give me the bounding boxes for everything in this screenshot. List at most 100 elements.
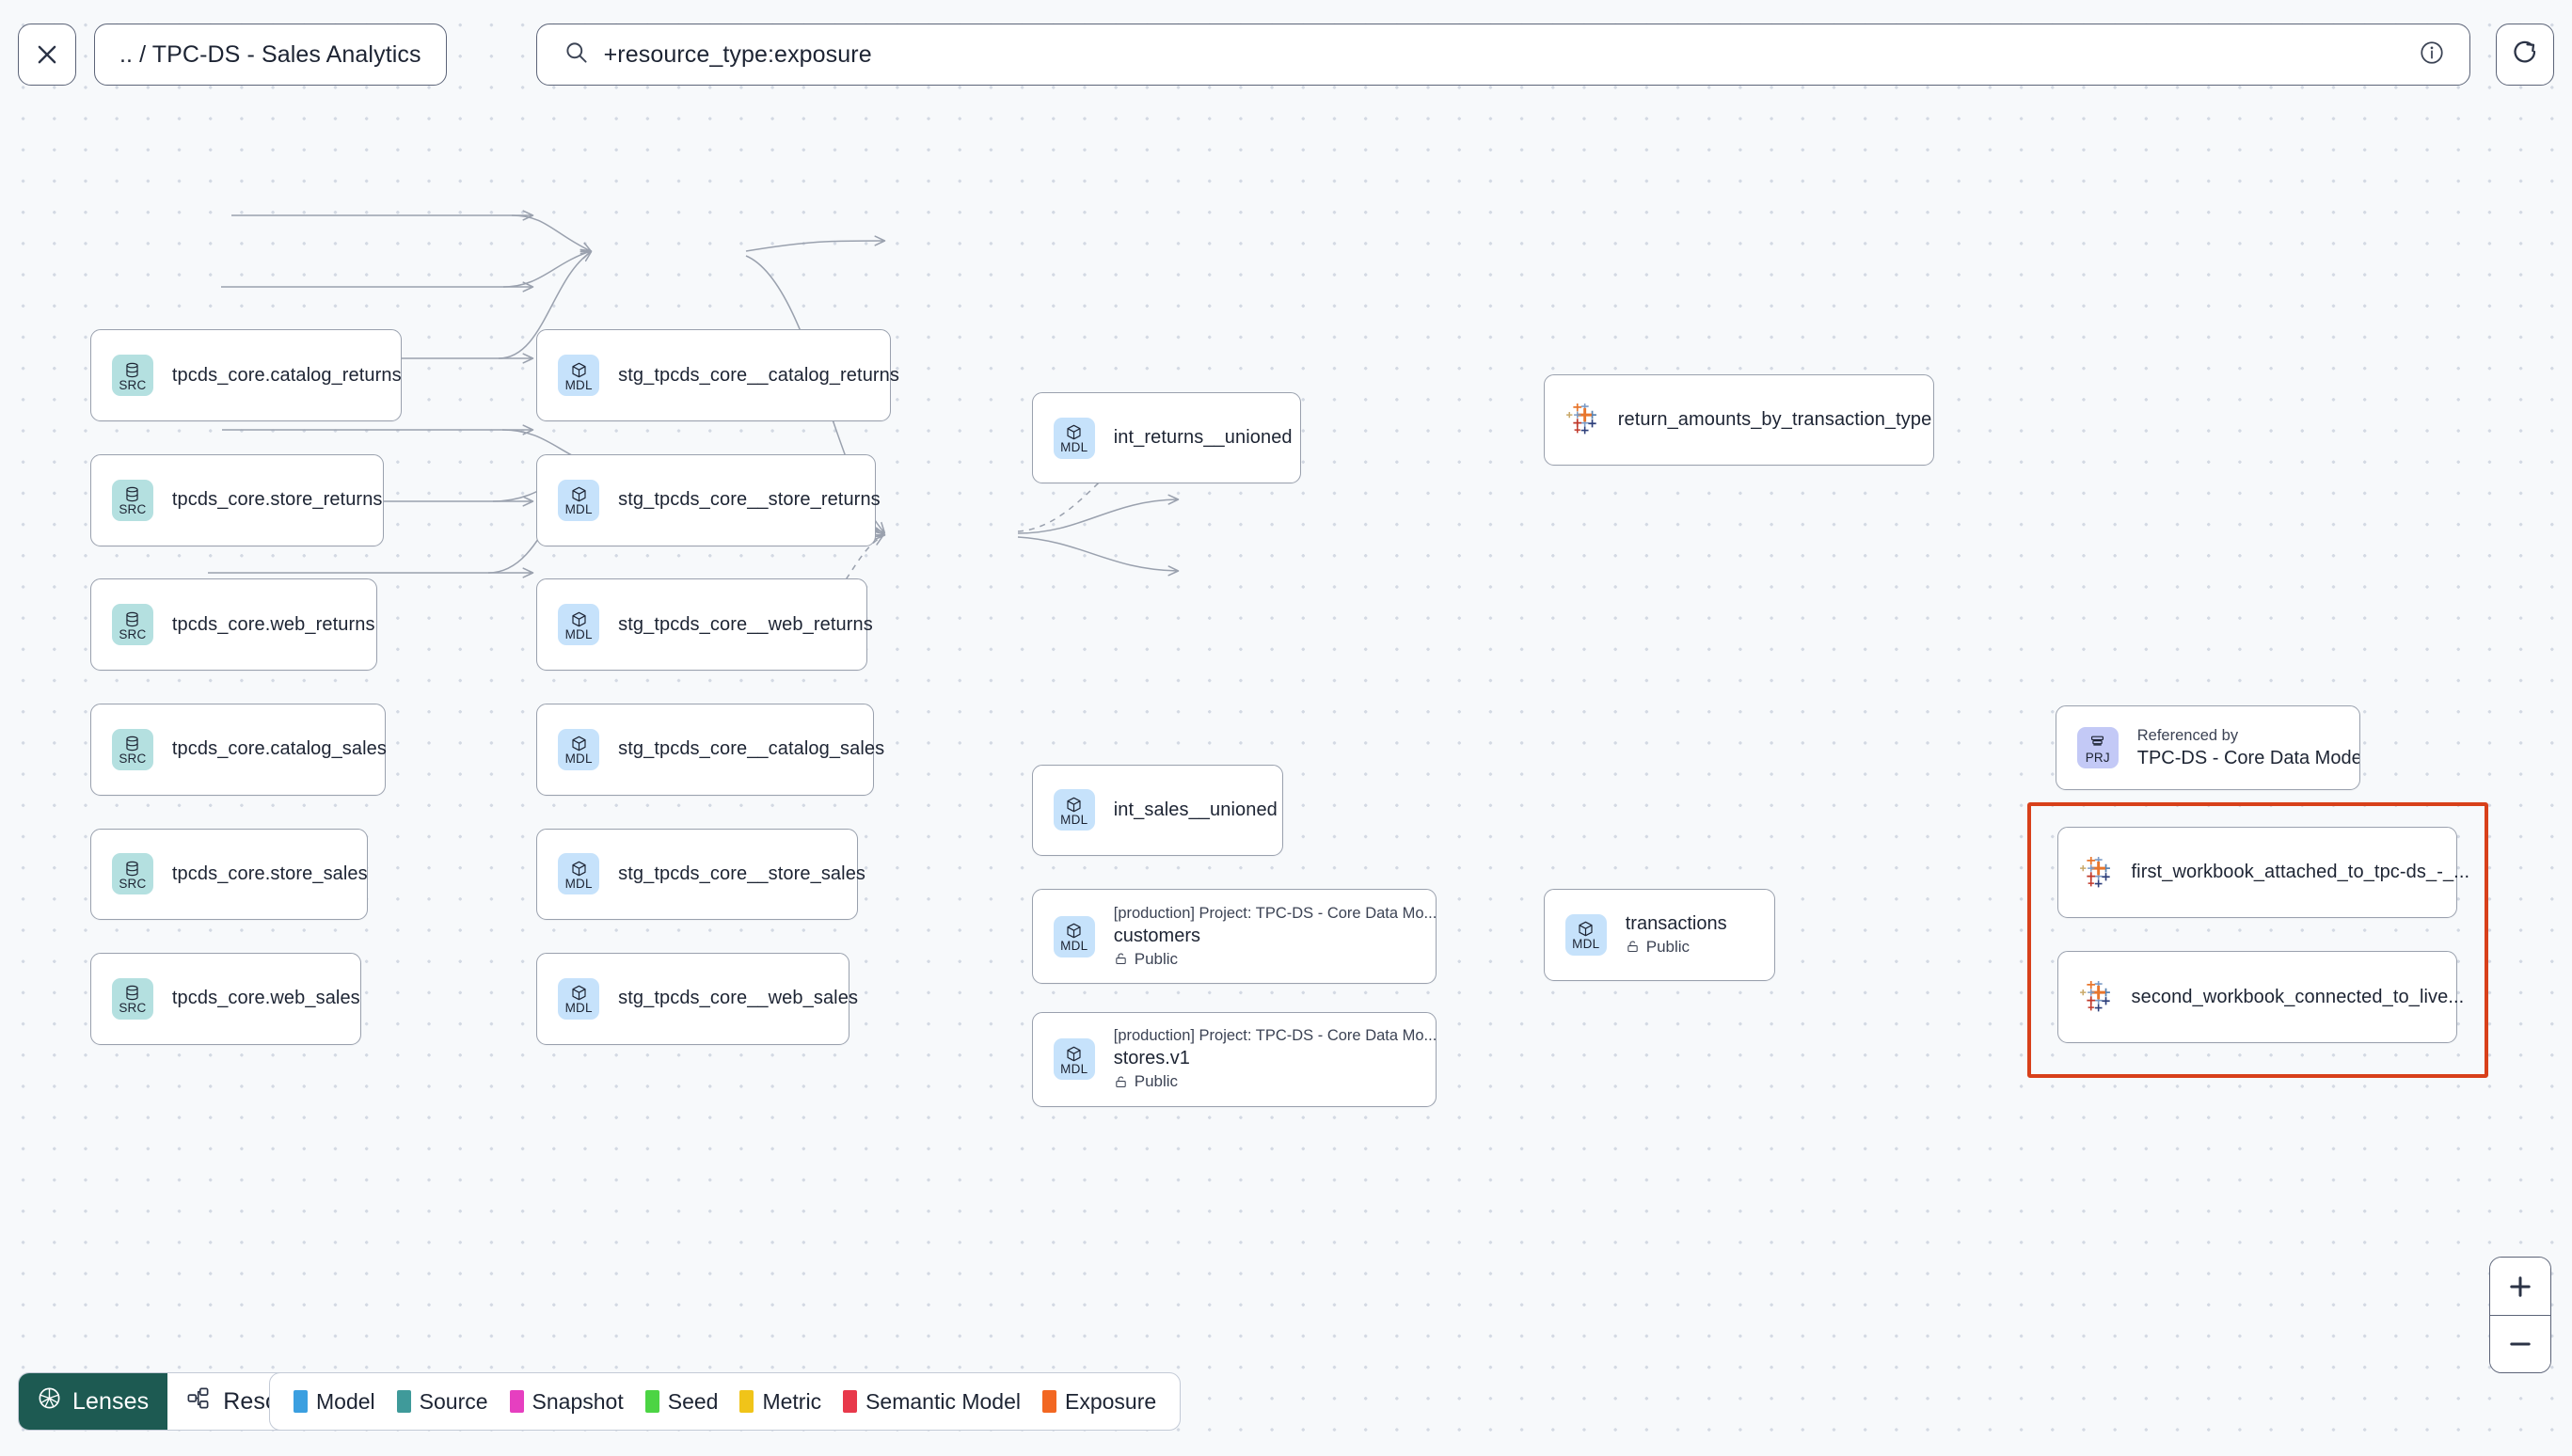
mdl-badge-icon: MDL [558, 479, 600, 521]
legend-item-source[interactable]: Source [396, 1388, 488, 1415]
legend-label: Exposure [1065, 1388, 1157, 1414]
graph-node-stores_v1[interactable]: MDL [production] Project: TPC-DS - Core D… [1031, 1011, 1437, 1107]
mdl-badge-icon: MDL [558, 355, 600, 397]
legend-swatch [644, 1390, 659, 1413]
resource-type-legend: Model Source Snapshot Seed Metric Semantic Mo… [269, 1372, 1182, 1431]
graph-node-prj_referenced_by[interactable]: PRJ Referenced by TPC-DS - Core Data Model… [2055, 704, 2361, 791]
search-input[interactable]: +resource_type:exposure [603, 40, 872, 68]
graph-node-stg_store_sales[interactable]: MDL stg_tpcds_core__store_sales [536, 828, 865, 921]
node-subtitle: [production] Project: TPC-DS - Core Data… [1113, 1027, 1437, 1045]
src-badge-icon: SRC [111, 977, 153, 1020]
mdl-badge-icon: MDL [1564, 913, 1607, 956]
search-bar[interactable]: +resource_type:exposure [535, 24, 2470, 86]
mdl-badge-icon: MDL [1053, 915, 1095, 957]
graph-node-second_workbook[interactable]: second_workbook_connected_to_live... [2056, 951, 2464, 1043]
legend-item-model[interactable]: Model [294, 1389, 375, 1415]
node-label: tpcds_core.web_sales [171, 988, 360, 1009]
node-label: int_sales__unioned [1113, 799, 1278, 820]
mdl-badge-icon: MDL [558, 977, 600, 1020]
mdl-badge-icon: MDL [1053, 1038, 1095, 1081]
graph-node-src_web_sales[interactable]: SRC tpcds_core.web_sales [89, 953, 361, 1045]
node-subtitle: Referenced by [2136, 726, 2239, 744]
node-label: stg_tpcds_core__store_sales [618, 863, 866, 884]
info-icon[interactable] [2419, 40, 2445, 71]
lenses-label: Lenses [72, 1387, 150, 1415]
node-label: int_returns__unioned [1113, 427, 1293, 449]
refresh-button[interactable] [2496, 24, 2554, 86]
legend-label: Model [316, 1388, 375, 1414]
node-label: stg_tpcds_core__catalog_sales [618, 738, 885, 760]
zoom-out-button[interactable] [2490, 1315, 2550, 1372]
node-label: tpcds_core.store_returns [171, 489, 383, 511]
node-label: tpcds_core.catalog_sales [171, 738, 387, 760]
zoom-in-button[interactable] [2490, 1258, 2550, 1315]
graph-node-int_sales_unioned[interactable]: MDL int_sales__unioned [1031, 764, 1283, 857]
src-badge-icon: SRC [111, 604, 153, 646]
legend-label: Metric [762, 1388, 822, 1414]
tableau-exposure-icon [2079, 981, 2111, 1013]
tableau-exposure-icon [1565, 404, 1597, 435]
graph-node-stg_web_returns[interactable]: MDL stg_tpcds_core__web_returns [536, 578, 873, 672]
mdl-badge-icon: MDL [1053, 417, 1095, 459]
graph-node-stg_catalog_returns[interactable]: MDL stg_tpcds_core__catalog_returns [536, 329, 899, 422]
lock-icon [1114, 952, 1128, 966]
legend-swatch [509, 1390, 524, 1413]
node-label: first_workbook_attached_to_tpc-ds_-_... [2131, 862, 2470, 883]
lock-icon [1626, 940, 1640, 954]
node-visibility: Public [1626, 938, 1727, 957]
graph-node-return_amounts[interactable]: return_amounts_by_transaction_type [1543, 373, 1934, 467]
legend-item-metric[interactable]: Metric [739, 1389, 821, 1415]
graph-node-int_returns_unioned[interactable]: MDL int_returns__unioned [1031, 391, 1301, 484]
legend-label: Seed [667, 1388, 719, 1414]
mdl-badge-icon: MDL [558, 853, 600, 895]
lenses-button[interactable]: Lenses [19, 1373, 168, 1430]
node-visibility: Public [1114, 950, 1437, 969]
graph-node-src_web_returns[interactable]: SRC tpcds_core.web_returns [89, 578, 378, 672]
mdl-badge-icon: MDL [1053, 789, 1095, 831]
lock-icon [1114, 1075, 1128, 1089]
graph-node-customers[interactable]: MDL [production] Project: TPC-DS - Core D… [1031, 889, 1437, 985]
legend-item-exposure[interactable]: Exposure [1042, 1389, 1156, 1415]
legend-swatch [739, 1390, 754, 1413]
legend-item-snapshot[interactable]: Snapshot [509, 1389, 624, 1415]
graph-node-src_catalog_sales[interactable]: SRC tpcds_core.catalog_sales [89, 704, 387, 796]
node-label: transactions [1625, 912, 1727, 934]
prj-badge-icon: PRJ [2076, 727, 2119, 769]
node-label: customers [1113, 925, 1200, 946]
node-subtitle: [production] Project: TPC-DS - Core Data… [1113, 904, 1437, 922]
graph-node-stg_catalog_sales[interactable]: MDL stg_tpcds_core__catalog_sales [536, 704, 884, 796]
node-label: stg_tpcds_core__catalog_returns [618, 364, 899, 386]
legend-swatch [843, 1390, 858, 1413]
node-label: second_workbook_connected_to_live... [2131, 986, 2465, 1007]
legend-label: Semantic Model [865, 1388, 1021, 1414]
zoom-controls [2489, 1257, 2551, 1373]
legend-label: Source [419, 1388, 488, 1414]
node-label: tpcds_core.store_sales [171, 863, 368, 884]
node-label: stg_tpcds_core__web_returns [618, 613, 873, 635]
aperture-icon [37, 1385, 62, 1417]
src-badge-icon: SRC [111, 728, 153, 770]
node-label: TPC-DS - Core Data Models [2136, 747, 2360, 768]
node-label: tpcds_core.web_returns [171, 613, 375, 635]
breadcrumb[interactable]: .. / TPC-DS - Sales Analytics [94, 24, 447, 86]
src-badge-icon: SRC [111, 355, 153, 397]
graph-node-first_workbook[interactable]: first_workbook_attached_to_tpc-ds_-_... [2056, 826, 2469, 919]
mdl-badge-icon: MDL [558, 604, 600, 646]
legend-item-semantic-model[interactable]: Semantic Model [843, 1389, 1021, 1415]
close-button[interactable] [18, 24, 76, 86]
node-label: return_amounts_by_transaction_type [1617, 408, 1932, 430]
mdl-badge-icon: MDL [558, 728, 600, 770]
selection-highlight-box [2027, 801, 2489, 1078]
legend-swatch [396, 1390, 411, 1413]
graph-node-src_catalog_returns[interactable]: SRC tpcds_core.catalog_returns [89, 329, 403, 422]
legend-swatch [294, 1390, 308, 1413]
legend-swatch [1042, 1390, 1056, 1413]
legend-item-seed[interactable]: Seed [644, 1388, 719, 1415]
node-label: tpcds_core.catalog_returns [171, 364, 402, 386]
